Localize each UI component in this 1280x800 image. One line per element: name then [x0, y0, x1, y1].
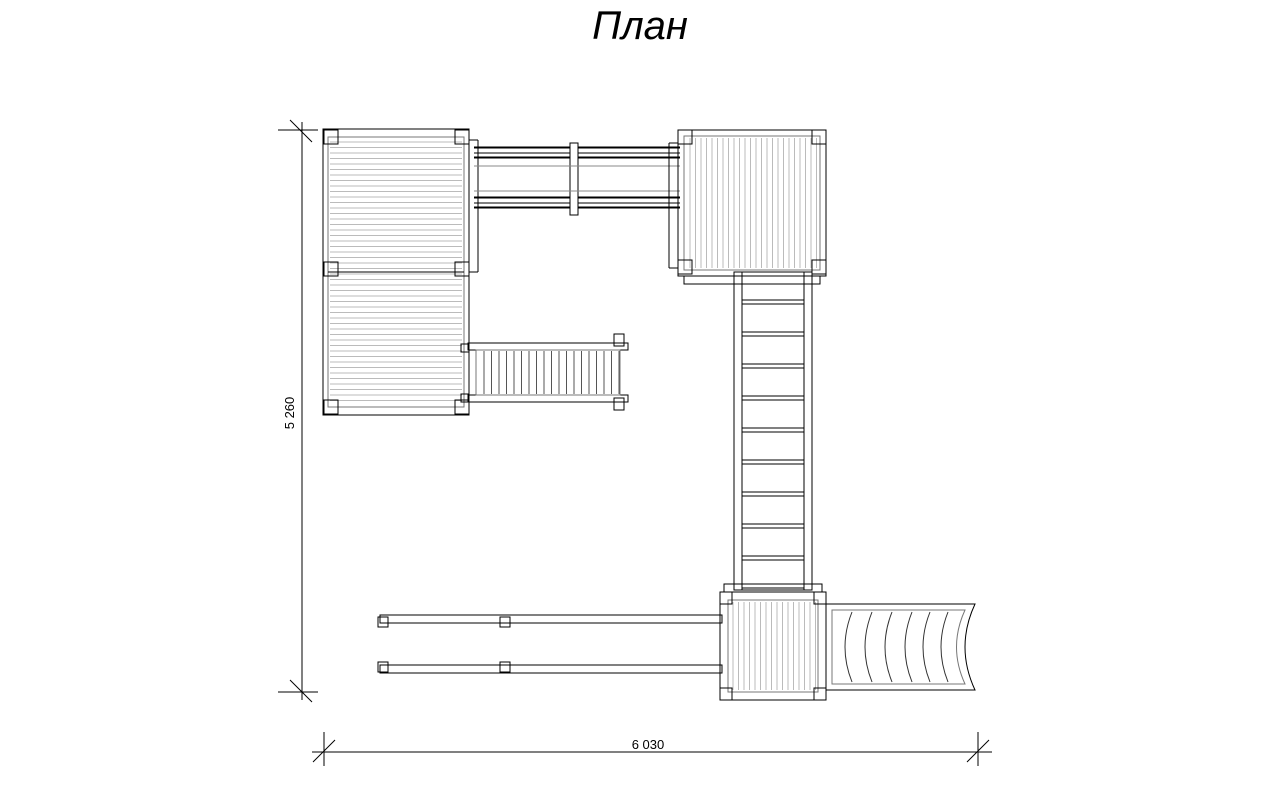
dimension-width-label: 6 030 — [632, 737, 665, 752]
dimension-height-label: 5 260 — [282, 397, 297, 430]
dimension-vertical — [278, 119, 318, 703]
slide-curve — [864, 611, 873, 683]
slide-curve — [844, 611, 853, 683]
right-tower-platform — [668, 129, 827, 285]
rope-bridge — [474, 142, 680, 216]
slide-curve — [904, 611, 913, 683]
left-platform — [322, 128, 479, 416]
dimension-horizontal — [312, 732, 992, 766]
slide-curve — [940, 611, 949, 683]
page-title: План — [592, 4, 688, 48]
side-stairs — [467, 333, 629, 411]
bottom-platform — [719, 583, 827, 701]
slide — [825, 603, 976, 691]
slide-curve — [922, 611, 931, 683]
ladder — [733, 271, 813, 593]
slide-curve — [884, 611, 893, 683]
beam-rails — [377, 614, 723, 674]
